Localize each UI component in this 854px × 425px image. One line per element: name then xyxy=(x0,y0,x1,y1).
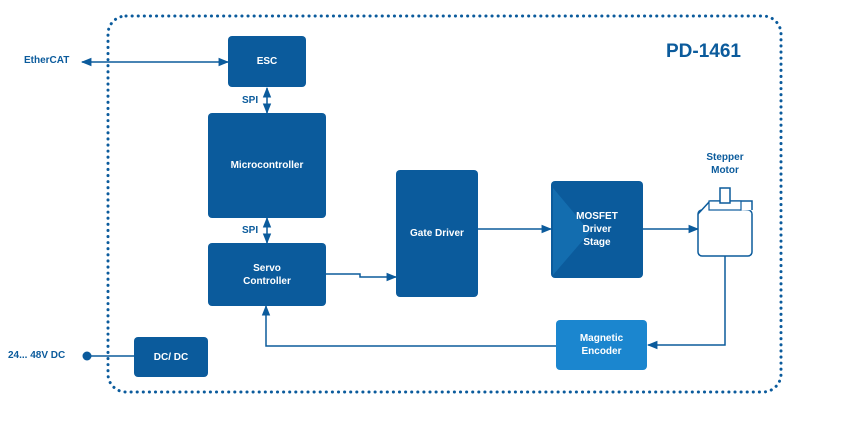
power-input-label: 24... 48V DC xyxy=(8,350,66,361)
encoder-label-line1: Magnetic xyxy=(579,333,624,344)
motor-label-line1: Stepper xyxy=(706,152,744,163)
mosfet-label-line2: Driver xyxy=(582,224,612,235)
stepper-motor-icon xyxy=(697,187,753,257)
mosfet-label-line1: MOSFET xyxy=(576,211,618,222)
gate-driver-label: Gate Driver xyxy=(410,228,464,239)
magnetic-encoder-block: Magnetic Encoder xyxy=(556,320,647,370)
gate-driver-block: Gate Driver xyxy=(396,170,478,297)
mosfet-driver-stage-label-box: MOSFET Driver Stage xyxy=(551,181,643,278)
spi-label-top: SPI xyxy=(242,95,259,106)
motor-label-line2: Motor xyxy=(711,165,739,176)
stepper-motor-label: Stepper Motor xyxy=(690,151,760,177)
diagram-title: PD-1461 xyxy=(666,41,741,62)
ethercat-label: EtherCAT xyxy=(24,55,70,66)
dcdc-label: DC/ DC xyxy=(153,351,189,363)
system-boundary xyxy=(106,14,783,394)
esc-block: ESC xyxy=(228,36,306,87)
servo-controller-block: Servo Controller xyxy=(208,243,326,306)
spi-label-bottom: SPI xyxy=(242,225,259,236)
servo-to-gate-link xyxy=(326,272,398,282)
esc-label: ESC xyxy=(256,56,278,67)
motor-to-encoder-link xyxy=(646,255,726,350)
servo-label-line2: Controller xyxy=(243,275,291,287)
microcontroller-block: Microcontroller xyxy=(208,113,326,218)
microcontroller-label: Microcontroller xyxy=(230,160,304,171)
servo-label-line1: Servo xyxy=(253,262,281,274)
power-input-terminal xyxy=(82,351,92,361)
encoder-label-line2: Encoder xyxy=(581,346,622,357)
dcdc-block: DC/ DC xyxy=(134,337,208,377)
mosfet-label-line3: Stage xyxy=(583,237,611,248)
mosfet-shade xyxy=(553,188,590,275)
encoder-to-servo-link xyxy=(261,304,556,347)
